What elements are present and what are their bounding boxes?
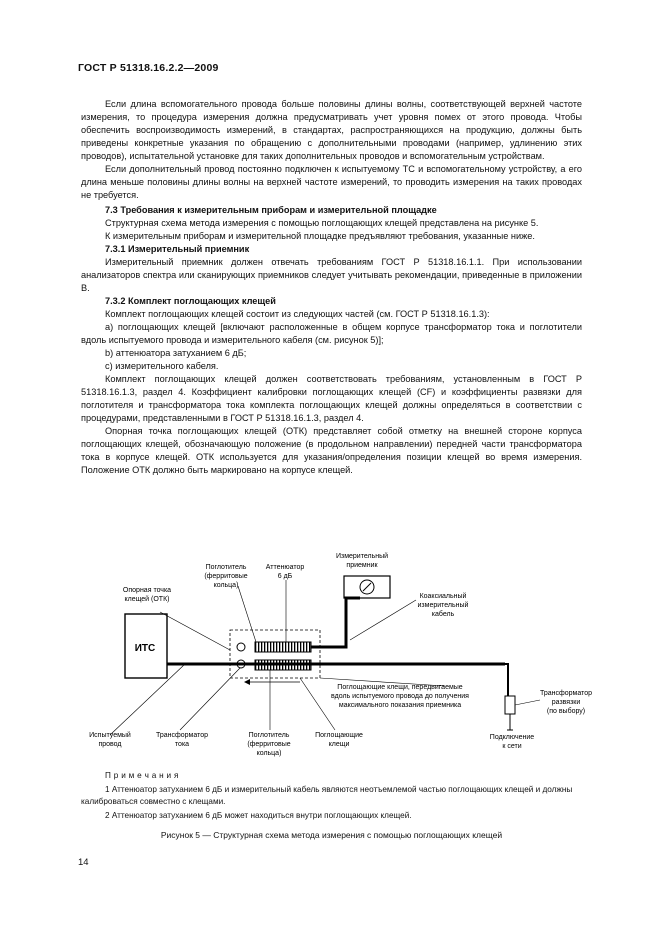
- label-absorber-bottom-2: (ферритовые: [247, 741, 290, 748]
- label-coax-1: Коаксиальный: [420, 592, 467, 600]
- label-clamp-1: Поглощающие: [315, 732, 363, 739]
- label-ref-point-2: клещей (ОТК): [124, 595, 169, 603]
- label-receiver-2: приемник: [346, 562, 378, 569]
- paragraph: К измерительным приборам и измерительной…: [105, 231, 535, 241]
- label-absorber-bottom-3: кольца): [257, 750, 282, 757]
- label-isolation-2: развязки: [552, 699, 581, 706]
- label-attenuator-1: Аттенюатор: [266, 564, 305, 571]
- receiver-box: [343, 575, 391, 599]
- label-ct-2: тока: [175, 741, 189, 748]
- label-receiver-1: Измерительный: [336, 552, 388, 560]
- label-isolation-3: (по выбору): [547, 707, 585, 715]
- label-attenuator-2: 6 дБ: [278, 573, 293, 580]
- paragraph: Если дополнительный провод постоянно под…: [81, 164, 582, 200]
- label-ref-point-1: Опорная точка: [123, 587, 171, 594]
- document-header: ГОСТ Р 51318.16.2.2—2009: [78, 62, 219, 74]
- section-heading-7-3-2: 7.3.2 Комплект поглощающих клещей: [105, 296, 276, 306]
- label-mains-1: Подключение: [490, 734, 534, 741]
- paragraph: Опорная точка поглощающих клещей (ОТК) п…: [81, 426, 582, 475]
- label-absorber-top-1: Поглотитель: [206, 564, 247, 571]
- figure-notes: П р и м е ч а н и я 1 Аттенюатор затухан…: [81, 770, 582, 822]
- paragraph: Структурная схема метода измерения с пом…: [105, 218, 539, 228]
- note-1: 1 Аттенюатор затуханием 6 дБ и измерител…: [81, 785, 573, 806]
- paragraph: Комплект поглощающих клещей должен соотв…: [81, 374, 582, 423]
- paragraph: Измерительный приемник должен отвечать т…: [81, 257, 582, 293]
- label-absorber-top-2: (ферритовые: [204, 573, 247, 580]
- label-wire-1: Испытуемый: [89, 731, 131, 739]
- label-ct-1: Трансформатор: [156, 732, 208, 739]
- paragraph: Комплект поглощающих клещей состоит из с…: [105, 309, 490, 319]
- paragraph: Если длина вспомогательного провода боль…: [81, 99, 582, 161]
- list-item: c) измерительного кабеля.: [105, 361, 219, 371]
- label-absorber-top-3: кольца): [214, 582, 239, 589]
- label-move-1: Поглощающие клещи, передвигаемые: [337, 684, 463, 691]
- page-number: 14: [78, 857, 89, 868]
- eut-label: ИТС: [135, 643, 156, 654]
- isolation-transformer: [504, 695, 516, 715]
- label-absorber-bottom-1: Поглотитель: [249, 732, 290, 739]
- list-item: а) поглощающих клещей [включают располож…: [81, 322, 582, 345]
- label-coax-2: измерительный: [418, 601, 469, 609]
- notes-title: П р и м е ч а н и я: [105, 771, 179, 780]
- section-heading-7-3: 7.3 Требования к измерительным приборам …: [105, 205, 437, 215]
- label-wire-2: провод: [98, 741, 121, 748]
- clamp-outline: [229, 629, 321, 679]
- eut-box: [124, 613, 168, 679]
- section-heading-7-3-1: 7.3.1 Измерительный приемник: [105, 244, 250, 254]
- label-mains-2: к сети: [502, 743, 521, 750]
- measurement-diagram: ИТС Опорная точка клещей (ОТК) Поглотите…: [89, 552, 592, 757]
- label-clamp-2: клещи: [329, 741, 350, 748]
- coax-cable: [311, 596, 360, 649]
- label-isolation-1: Трансформатор: [540, 690, 592, 697]
- list-item: b) аттенюатора затуханием 6 дБ;: [105, 348, 247, 358]
- label-move-3: максимального показания приемника: [339, 702, 461, 709]
- note-2: 2 Аттенюатор затуханием 6 дБ может наход…: [105, 811, 412, 820]
- label-coax-3: кабель: [432, 610, 455, 618]
- figure-caption: Рисунок 5 — Структурная схема метода изм…: [160, 830, 503, 840]
- label-move-2: вдоль испытуемого провода до получения: [331, 693, 469, 700]
- body-text: Если длина вспомогательного провода боль…: [81, 98, 582, 477]
